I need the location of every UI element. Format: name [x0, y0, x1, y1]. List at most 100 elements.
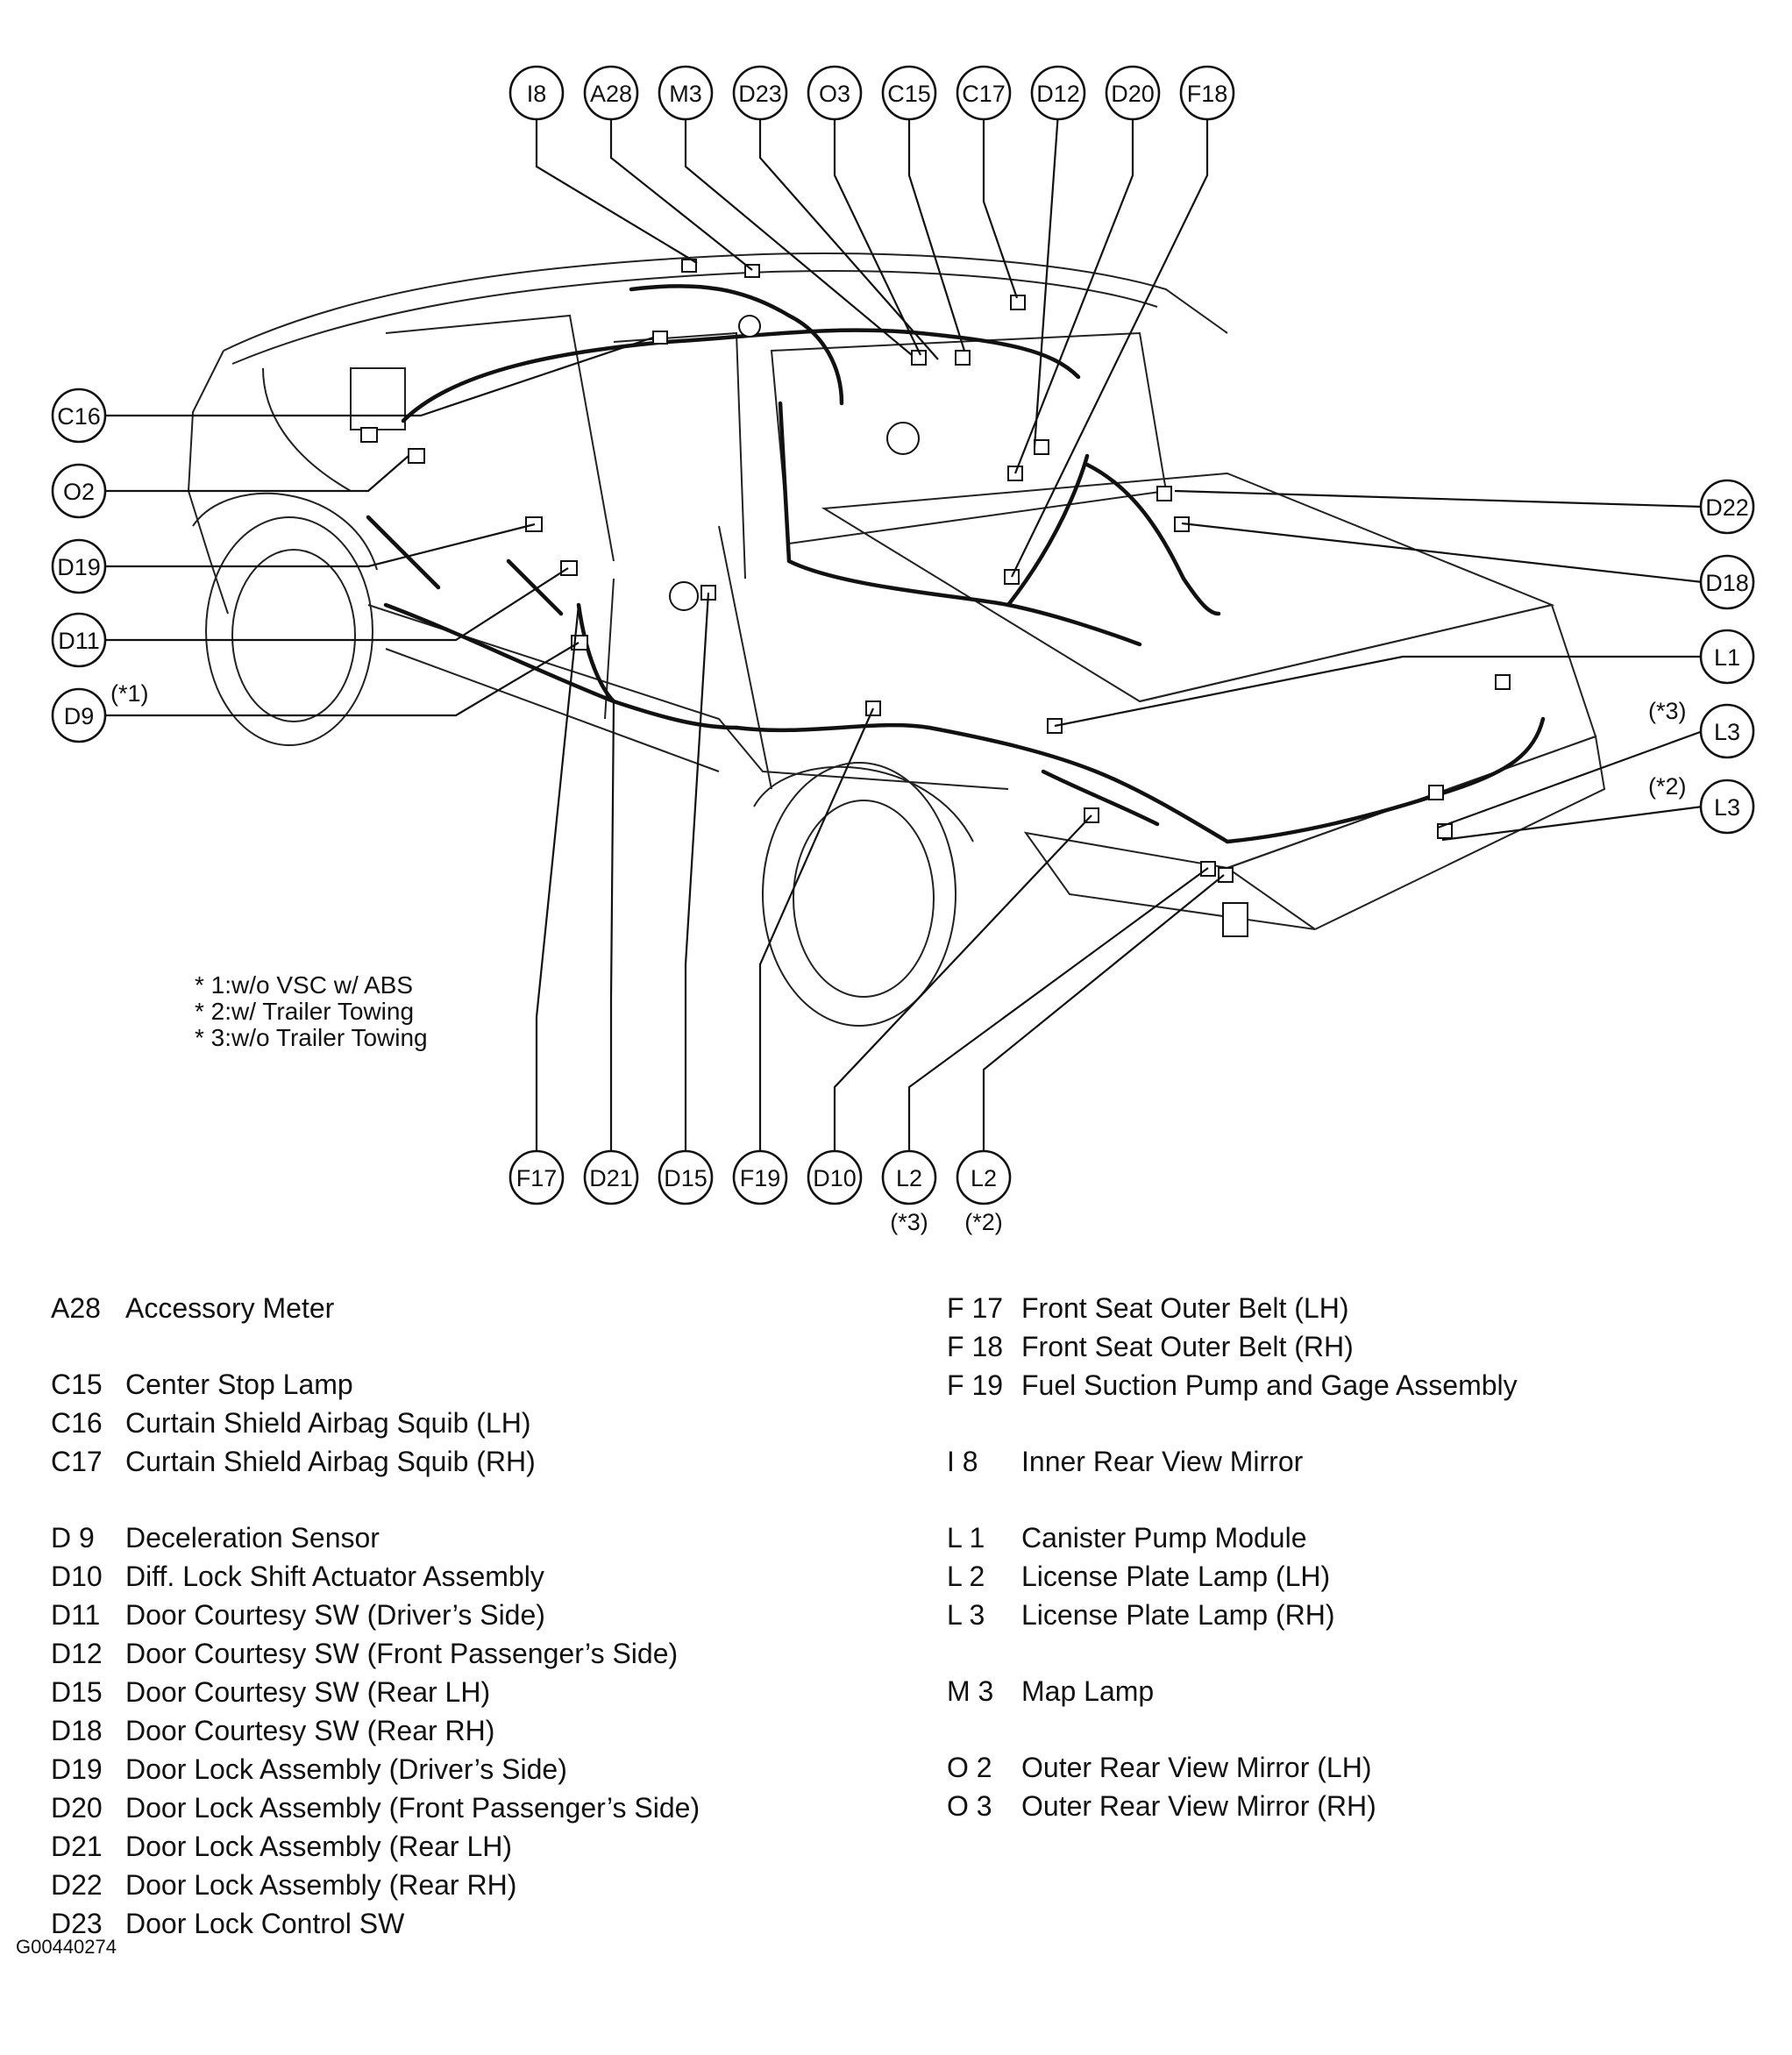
callout-l2-left: L2	[881, 1149, 937, 1205]
legend-spacer	[947, 1634, 1771, 1672]
callouts-right: D22 D18 L1 L3 L3 (*3) (*2)	[1648, 479, 1755, 835]
legend-desc: Fuel Suction Pump and Gage Assembly	[1021, 1369, 1518, 1401]
svg-text:D22: D22	[1705, 494, 1749, 521]
callout-f17: F17	[508, 1149, 565, 1205]
svg-text:D21: D21	[589, 1165, 633, 1191]
callout-d12: D12	[1030, 65, 1086, 121]
callout-c15: C15	[881, 65, 937, 121]
legend-spacer	[51, 1481, 892, 1518]
legend-code: D12	[51, 1638, 103, 1669]
svg-text:D20: D20	[1111, 81, 1155, 107]
legend-code: D10	[51, 1561, 103, 1592]
callout-l3-upper-note: (*3)	[1648, 698, 1687, 724]
legend-code: D20	[51, 1792, 103, 1824]
legend-code: D15	[51, 1676, 103, 1708]
svg-text:C16: C16	[57, 403, 101, 430]
callout-d22: D22	[1699, 479, 1755, 535]
callout-o2: O2	[51, 463, 107, 519]
legend-spacer	[947, 1404, 1771, 1442]
legend-code: O 3	[947, 1790, 992, 1822]
legend-desc: Center Stop Lamp	[125, 1369, 353, 1400]
figure-code: G00440274	[16, 1936, 117, 1958]
legend-code: L 2	[947, 1561, 985, 1592]
legend-item: F 19 Fuel Suction Pump and Gage Assembly	[947, 1366, 1771, 1404]
svg-text:D10: D10	[813, 1165, 857, 1191]
legend-code: D22	[51, 1869, 103, 1901]
callout-d10: D10	[807, 1149, 863, 1205]
legend-desc: License Plate Lamp (RH)	[1021, 1599, 1335, 1631]
legend-desc: Door Courtesy SW (Front Passenger’s Side…	[125, 1638, 679, 1669]
callout-l2-left-note: (*3)	[890, 1209, 928, 1235]
callout-d23: D23	[732, 65, 788, 121]
legend-item: C16 Curtain Shield Airbag Squib (LH)	[51, 1404, 892, 1442]
callout-m3: M3	[658, 65, 714, 121]
legend-code: M 3	[947, 1675, 994, 1707]
legend-code: F 19	[947, 1369, 1004, 1401]
legend-desc: Door Lock Assembly (Driver’s Side)	[125, 1753, 567, 1785]
svg-text:L2: L2	[971, 1165, 997, 1191]
callouts-bottom: F17 D21 D15 F19 D10 L2 L2 (*3) (*2)	[508, 1149, 1012, 1235]
legend-code: D19	[51, 1753, 103, 1785]
legend-code: D 9	[51, 1522, 95, 1554]
legend-code: D11	[51, 1599, 101, 1631]
svg-text:D12: D12	[1036, 81, 1080, 107]
legend-desc: Front Seat Outer Belt (LH)	[1021, 1292, 1349, 1324]
callout-d9-note: (*1)	[110, 680, 149, 707]
legend-item: D19 Door Lock Assembly (Driver’s Side)	[51, 1750, 892, 1788]
legend-item: D11 Door Courtesy SW (Driver’s Side)	[51, 1596, 892, 1634]
svg-text:L2: L2	[896, 1165, 922, 1191]
legend-desc: Curtain Shield Airbag Squib (LH)	[125, 1407, 531, 1439]
svg-text:D19: D19	[57, 554, 101, 580]
legend-desc: Door Lock Assembly (Rear LH)	[125, 1831, 513, 1862]
legend-item: D 9 Deceleration Sensor	[51, 1518, 892, 1557]
legend-desc: Door Courtesy SW (Rear LH)	[125, 1676, 491, 1708]
svg-text:D18: D18	[1705, 570, 1749, 596]
legend-code: I 8	[947, 1446, 978, 1477]
legend-spacer	[947, 1710, 1771, 1748]
callout-c16: C16	[51, 388, 107, 444]
svg-text:F19: F19	[740, 1165, 781, 1191]
svg-text:L3: L3	[1714, 794, 1740, 821]
legend-item: D21 Door Lock Assembly (Rear LH)	[51, 1827, 892, 1866]
callout-l2-right: L2	[956, 1149, 1012, 1205]
legend-desc: Outer Rear View Mirror (LH)	[1021, 1752, 1372, 1783]
callout-f18: F18	[1179, 65, 1235, 121]
callout-i8: I8	[508, 65, 565, 121]
callout-d15: D15	[658, 1149, 714, 1205]
legend-code: L 3	[947, 1599, 985, 1631]
callout-c17: C17	[956, 65, 1012, 121]
legend-item: D12 Door Courtesy SW (Front Passenger’s S…	[51, 1634, 892, 1673]
callouts-top: I8 A28 M3 D23 O3 C15 C17 D12 D20 F18	[508, 65, 1235, 121]
legend-code: A28	[51, 1292, 101, 1324]
callout-l2-right-note: (*2)	[964, 1209, 1003, 1235]
legend-desc: Canister Pump Module	[1021, 1522, 1307, 1554]
legend-desc: Door Lock Control SW	[125, 1908, 405, 1939]
legend-desc: Door Courtesy SW (Driver’s Side)	[125, 1599, 545, 1631]
callout-d18: D18	[1699, 554, 1755, 610]
callout-d11: D11	[51, 612, 107, 668]
callouts-left: C16 O2 D19 D11 D9 (*1)	[51, 388, 149, 743]
svg-text:C17: C17	[962, 81, 1006, 107]
leader-lines	[103, 111, 1703, 1151]
footnotes: * 1:w/o VSC w/ ABS * 2:w/ Trailer Towing…	[195, 971, 428, 1051]
legend-code: D21	[51, 1831, 103, 1862]
legend-item: O 3 Outer Rear View Mirror (RH)	[947, 1787, 1771, 1825]
svg-text:D15: D15	[664, 1165, 708, 1191]
svg-text:I8: I8	[527, 81, 547, 107]
footnote-2: * 2:w/ Trailer Towing	[195, 998, 414, 1025]
legend-desc: Outer Rear View Mirror (RH)	[1021, 1790, 1376, 1822]
legend-spacer	[947, 1481, 1771, 1518]
wire-harness	[366, 284, 1546, 844]
legend-code: C16	[51, 1407, 103, 1439]
legend-desc: Map Lamp	[1021, 1675, 1155, 1707]
svg-text:A28: A28	[590, 81, 632, 107]
legend-desc: Deceleration Sensor	[125, 1522, 380, 1554]
connectors	[360, 259, 1511, 883]
